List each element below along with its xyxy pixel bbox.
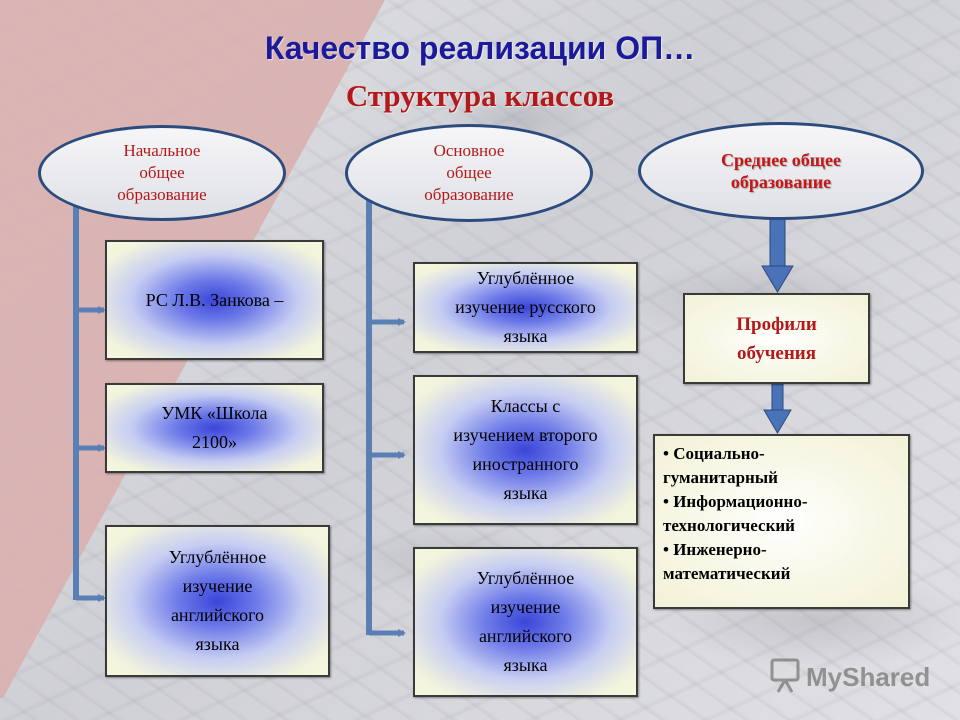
presentation-icon: MyShared xyxy=(770,658,930,693)
profile-item-engineering: • Инженерно- математический xyxy=(663,540,791,583)
basic-item-3-label: Углублённое изучение английского языка xyxy=(476,568,575,675)
header-oval-basic: Основное общее образование xyxy=(345,124,593,222)
profiles-list: • Социально- гуманитарный • Информационн… xyxy=(663,442,807,586)
primary-item-2: УМК «Школа 2100» xyxy=(105,383,324,473)
slide-subtitle: Структура классов xyxy=(345,78,615,113)
header-secondary-label: Среднее общее образование xyxy=(721,150,841,192)
column3-arrow-2-head xyxy=(763,409,792,434)
basic-item-1-label: Углублённое изучение русского языка xyxy=(455,268,596,346)
header-oval-primary: Начальное общее образование xyxy=(38,125,286,221)
basic-item-1: Углублённое изучение русского языка xyxy=(413,262,638,353)
column3-arrow-1-shaft xyxy=(769,217,786,269)
myshared-watermark: MyShared xyxy=(770,656,930,696)
watermark-text: MyShared xyxy=(806,662,930,692)
header-basic-label: Основное общее образование xyxy=(424,141,514,204)
primary-item-3-label: Углублённое изучение английского языка xyxy=(168,547,267,654)
profiles-box-label: Профили обучения xyxy=(736,313,817,364)
slide-title: Качество реализации ОП… xyxy=(264,30,696,66)
header-oval-secondary: Среднее общее образование xyxy=(638,122,924,220)
column3-arrow-1-head xyxy=(761,265,794,293)
profile-item-it: • Информационно- технологический xyxy=(663,492,808,535)
primary-item-1-label: РС Л.В. Занкова – xyxy=(145,289,284,310)
profile-item-humanities: • Социально- гуманитарный xyxy=(663,444,778,487)
basic-item-3: Углублённое изучение английского языка xyxy=(413,547,638,697)
basic-item-2: Классы с изучением второго иностранного … xyxy=(413,375,638,525)
primary-item-1: РС Л.В. Занкова – xyxy=(105,240,324,360)
profiles-list-box: • Социально- гуманитарный • Информационн… xyxy=(653,434,910,609)
column3-arrow-2-shaft xyxy=(771,383,784,413)
basic-item-2-label: Классы с изучением второго иностранного … xyxy=(453,396,598,503)
primary-item-3: Углублённое изучение английского языка xyxy=(105,525,330,677)
primary-item-2-label: УМК «Школа 2100» xyxy=(161,403,268,452)
profiles-box: Профили обучения xyxy=(683,293,870,384)
header-primary-label: Начальное общее образование xyxy=(117,141,207,204)
